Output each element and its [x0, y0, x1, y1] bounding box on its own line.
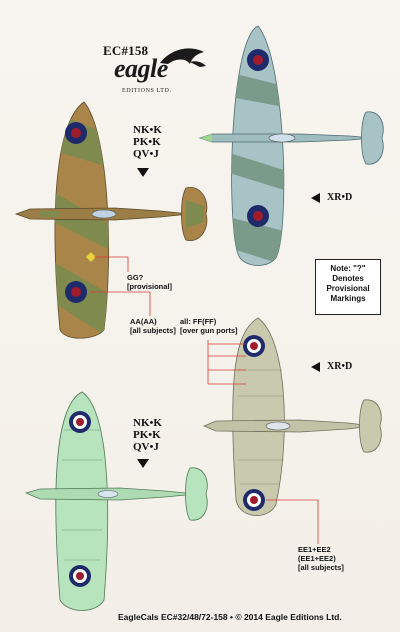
label-line: [all subjects]	[298, 563, 344, 572]
callsign-item: QV•J	[133, 441, 159, 453]
brand-logo-text: eagle	[114, 54, 168, 83]
code-label-top: XR•D	[327, 192, 353, 203]
spitfire-topright	[198, 25, 384, 266]
label-line: GG?	[127, 273, 144, 282]
label-line: [all subjects]	[130, 326, 176, 335]
callsign-item: NK•K	[133, 417, 162, 429]
label-line: AA(AA)	[130, 317, 157, 326]
arrow-down-icon	[137, 168, 149, 177]
callsign-item: PK•K	[133, 429, 161, 441]
leader-lines	[90, 256, 319, 544]
note-line: Note: "?"	[330, 264, 366, 273]
label-aa: AA(AA) [all subjects]	[130, 317, 176, 335]
spitfire-topleft	[14, 101, 208, 339]
arrow-left-icon	[311, 193, 320, 203]
label-gg: GG? [provisional]	[127, 273, 172, 291]
label-line: [provisional]	[127, 282, 173, 291]
note-line: Provisional	[326, 284, 370, 293]
callsign-item: NK•K	[133, 124, 162, 136]
callsign-item: PK•K	[133, 136, 161, 148]
eagle-logo-emblem	[160, 48, 206, 67]
label-ee: EE1+EE2 (EE1+EE2) [all subjects]	[298, 545, 344, 572]
callsign-block-top: NK•K PK•K QV•J	[133, 124, 162, 160]
callsign-block-bottom: NK•K PK•K QV•J	[133, 417, 162, 453]
note-line: Markings	[330, 294, 366, 303]
spitfire-bottomright	[202, 317, 382, 516]
callsign-item: QV•J	[133, 148, 159, 160]
code-label-bottom: XR•D	[327, 361, 353, 372]
sheet-code: EC#158	[103, 43, 149, 58]
arrow-down-icon	[137, 459, 149, 468]
label-line: EE1+EE2	[298, 545, 331, 554]
footer-copyright: EagleCals EC#32/48/72-158 • © 2014 Eagle…	[118, 612, 342, 622]
note-line: Denotes	[332, 274, 364, 283]
arrow-left-icon	[311, 362, 320, 372]
label-ff: all: FF(FF) [over gun ports]	[180, 317, 238, 335]
label-line: all: FF(FF)	[180, 317, 217, 326]
label-line: [over gun ports]	[180, 326, 238, 335]
note-box: Note: "?" Denotes Provisional Markings	[315, 259, 381, 315]
brand-logo-subtext: EDITIONS LTD.	[122, 88, 172, 94]
label-line: (EE1+EE2)	[298, 554, 336, 563]
spitfire-bottomleft	[24, 391, 208, 611]
